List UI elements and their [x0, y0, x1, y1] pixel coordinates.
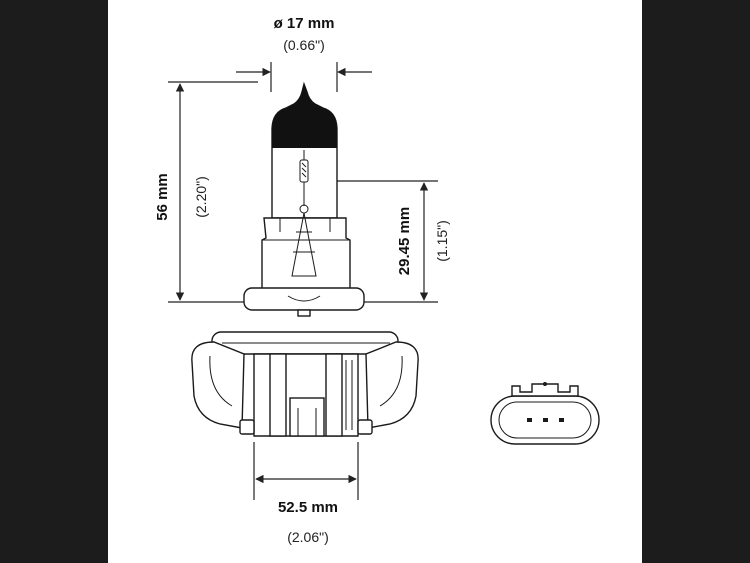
plug-right-post: [325, 353, 343, 437]
height-label: 56 mm: [154, 173, 171, 221]
connector-pin-2: [543, 418, 548, 422]
connector-pin-3: [559, 418, 564, 422]
bulb-black-tip: [272, 84, 337, 148]
flange-ring: [243, 287, 365, 311]
width-label: 52.5 mm: [278, 499, 338, 516]
filament-height-dimension: 29.45 mm (1.15"): [314, 180, 450, 303]
right-latch: [357, 419, 373, 435]
diameter-dimension: ø 17 mm (0.66"): [236, 15, 372, 92]
plug-center-block: [289, 397, 325, 437]
flange-key: [297, 309, 311, 317]
filament-inches: (1.15"): [434, 220, 450, 262]
height-inches: (2.20"): [193, 176, 209, 218]
connector-inner: [498, 401, 592, 439]
left-latch: [239, 419, 255, 435]
diagram-canvas: [108, 0, 642, 563]
overall-height-dimension: 56 mm (2.20"): [154, 81, 282, 303]
neck-details: [262, 218, 350, 241]
base-width-dimension: 52.5 mm (2.06"): [253, 442, 359, 545]
connector-key-tabs: [511, 383, 579, 397]
left-locking-tab: [191, 341, 245, 429]
left-dark-panel: [0, 0, 108, 563]
halogen-bulb: [191, 81, 419, 437]
connector-pin-1: [527, 418, 532, 422]
diameter-inches: (0.66"): [283, 37, 325, 53]
right-locking-tab: [365, 341, 419, 429]
plug-left-post: [269, 353, 287, 437]
bulb-neck: [261, 217, 351, 291]
internal-support: [291, 212, 317, 277]
diameter-label: ø 17 mm: [274, 15, 335, 32]
right-dark-panel: [642, 0, 750, 563]
connector-end-view: [490, 382, 600, 445]
filament: [299, 150, 309, 214]
width-inches: (2.06"): [287, 529, 329, 545]
filament-label: 29.45 mm: [396, 207, 413, 275]
